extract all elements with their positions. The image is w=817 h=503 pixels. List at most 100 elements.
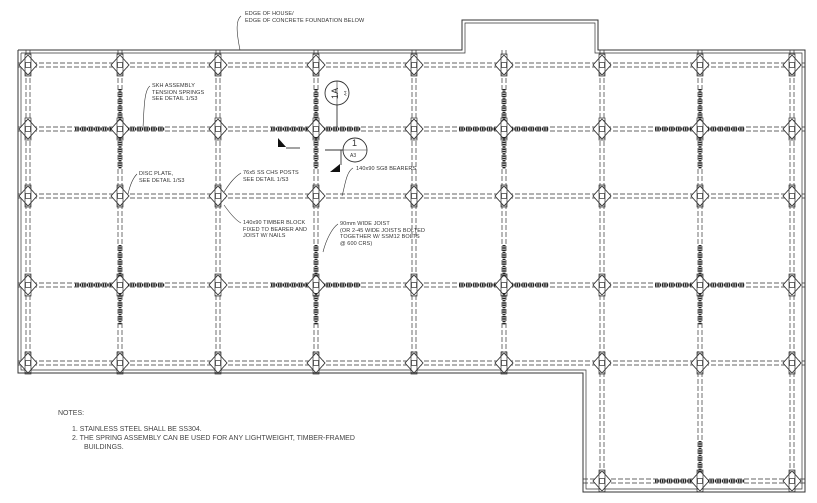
timber-block <box>410 184 418 208</box>
chs-post <box>25 126 31 132</box>
post-disc-plate <box>306 274 326 296</box>
timber-block <box>410 351 418 375</box>
post-disc-plate <box>690 352 710 374</box>
label-line: 140x90 TIMBER BLOCK <box>243 220 306 226</box>
timber-block <box>214 351 222 375</box>
post-disc-plate <box>404 118 424 140</box>
post-disc-plate <box>18 274 38 296</box>
chs-post <box>117 126 123 132</box>
chs-post <box>117 193 123 199</box>
post-disc-plate <box>18 185 38 207</box>
chs-post <box>789 193 795 199</box>
timber-block <box>24 273 32 297</box>
chs-post <box>697 193 703 199</box>
chs-post <box>501 282 507 288</box>
post-disc-plate <box>306 118 326 140</box>
label-joist: 90mm WIDE JOIST(OR 2-45 WIDE JOISTS BOLT… <box>340 221 425 247</box>
label-line: 90mm WIDE JOIST <box>340 221 390 227</box>
timber-block <box>214 273 222 297</box>
timber-block <box>214 117 222 141</box>
timber-block <box>598 273 606 297</box>
leader-line <box>127 173 138 195</box>
chs-post <box>215 193 221 199</box>
post-disc-plate <box>592 185 612 207</box>
chs-post <box>215 62 221 68</box>
chs-post <box>789 360 795 366</box>
chs-post <box>501 193 507 199</box>
label-line: SEE DETAIL 1/S3 <box>152 96 198 102</box>
chs-post <box>215 126 221 132</box>
chs-post <box>599 282 605 288</box>
foundation-edge-outline <box>20 22 803 490</box>
post-disc-plate <box>208 118 228 140</box>
timber-block <box>116 351 124 375</box>
timber-block <box>410 273 418 297</box>
post-disc-plate <box>18 118 38 140</box>
post-disc-plate <box>110 274 130 296</box>
post-disc-plate <box>494 54 514 76</box>
label-line: TOGETHER W/ SSM12 BOLTS <box>340 234 420 240</box>
chs-post <box>117 360 123 366</box>
timber-block <box>116 184 124 208</box>
leader-line <box>322 223 339 253</box>
label-disc-plate: DISC PLATE,SEE DETAIL 1/S3 <box>139 171 185 184</box>
chs-post <box>599 62 605 68</box>
label-line: JOIST W/ NAILS <box>243 233 286 239</box>
chs-post <box>789 62 795 68</box>
chs-post <box>697 360 703 366</box>
note-item: 2. THE SPRING ASSEMBLY CAN BE USED FOR A… <box>72 435 355 442</box>
leader-line <box>223 204 242 224</box>
house-edge-outline <box>17 19 806 493</box>
timber-block <box>24 117 32 141</box>
timber-block <box>312 53 320 77</box>
chs-post <box>789 126 795 132</box>
leader-line <box>236 15 242 51</box>
post-disc-plate <box>494 352 514 374</box>
section-marker-1-sheet: A3 <box>350 153 357 159</box>
timber-block <box>410 117 418 141</box>
post-disc-plate <box>110 54 130 76</box>
post-disc-plate <box>592 118 612 140</box>
post-disc-plate <box>690 54 710 76</box>
timber-block <box>598 53 606 77</box>
chs-post <box>25 282 31 288</box>
post-disc-plate <box>208 274 228 296</box>
post-disc-plate <box>494 274 514 296</box>
post-disc-plate <box>690 470 710 492</box>
chs-post <box>117 282 123 288</box>
timber-block <box>598 469 606 493</box>
chs-post <box>215 360 221 366</box>
timber-block <box>788 184 796 208</box>
chs-post <box>599 126 605 132</box>
chs-post <box>25 193 31 199</box>
post-disc-plate <box>110 352 130 374</box>
timber-block <box>24 184 32 208</box>
chs-post <box>411 126 417 132</box>
post-disc-plate <box>782 352 802 374</box>
timber-block <box>312 351 320 375</box>
chs-post <box>599 478 605 484</box>
post-disc-plate <box>404 352 424 374</box>
timber-block <box>788 469 796 493</box>
chs-post <box>313 282 319 288</box>
section-arrow-icon <box>278 138 286 147</box>
post-disc-plate <box>306 352 326 374</box>
label-line: (OR 2-45 WIDE JOISTS BOLTED <box>340 227 426 234</box>
post-disc-plate <box>782 185 802 207</box>
post-disc-plate <box>592 54 612 76</box>
post-disc-plate <box>690 274 710 296</box>
timber-block <box>24 351 32 375</box>
chs-post <box>25 360 31 366</box>
post-disc-plate <box>404 54 424 76</box>
label-line: @ 600 CRS) <box>340 240 373 247</box>
label-edge-of-house: EDGE OF HOUSE/EDGE OF CONCRETE FOUNDATIO… <box>245 11 364 24</box>
chs-post <box>789 478 795 484</box>
post-disc-plate <box>18 352 38 374</box>
chs-post <box>215 282 221 288</box>
timber-block <box>788 53 796 77</box>
post-disc-plate <box>208 185 228 207</box>
post-disc-plate <box>782 118 802 140</box>
post-disc-plate <box>208 352 228 374</box>
